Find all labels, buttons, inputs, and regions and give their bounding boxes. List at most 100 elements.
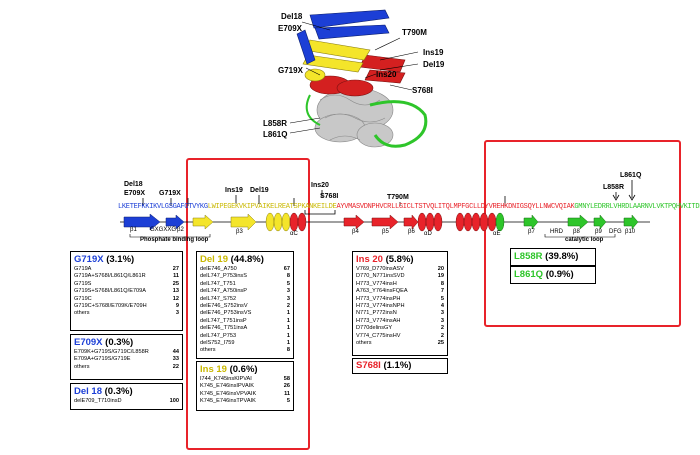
structure-label-l858r: L858R [263,119,288,128]
e709x-variant: E709A+G719S/G719E [74,356,131,363]
ins19-title: Ins 19 [200,364,227,375]
structure-label-s768i: S768I [412,86,433,95]
ins20-count: 2 [440,325,444,332]
ins20-variant: D770_N771insSVD [356,273,405,280]
catalytic-loop-label: catalytic loop [565,237,604,243]
ins19-count: 5 [286,398,290,405]
e709x-count: 33 [172,356,179,363]
ins20-count: 7 [440,288,444,295]
frame-activation-region [484,140,681,327]
del19-count: 67 [283,266,290,272]
g719x-count: 25 [172,280,179,287]
ss-gxgxxg: GXGXXG [150,227,177,233]
del18-count: 100 [169,398,179,404]
ins19-count: 58 [283,376,290,382]
s768i-pct: (1.1%) [383,360,412,371]
g719x-count: 12 [172,295,179,302]
ins19-heading: Ins 19 (0.6%) [200,363,290,376]
del18-heading: Del 18 (0.3%) [74,385,179,398]
ss-ad: αD [424,231,432,237]
ins19-variant: K745_E746insVPVAIK [200,390,257,397]
ins20-variant: V774_C775insHV [356,332,401,339]
del19-pct: (44.8%) [230,254,264,265]
ins20-count: 2 [440,332,444,339]
phosphate-binding-loop-label: Phosphate binding loop [140,237,209,243]
e709x-count: 22 [172,363,179,370]
sequence-line: LKETEFKKIKVLGSGAFGTVYKGLWIPEGEKVKIPVAIKE… [118,203,700,211]
ins20-count: 5 [440,295,444,302]
l858r-box: L858R (39.8%) [510,248,596,266]
g719x-count: 3 [175,310,179,317]
sequence-blue: LKETEFKKIKVLGSGAFGTVYKG [118,203,208,211]
ins20-count: 3 [440,310,444,317]
g719x-title: G719X [74,254,104,265]
g719x-variant: G719C+S768I/E709K/E709H [74,303,147,310]
track-label-t790m: T790M [387,194,409,201]
ss-b1: β1 [130,227,137,233]
g719x-variant: G719C [74,295,92,302]
l861q-pct: (0.9%) [545,269,574,280]
e709x-title: E709X [74,337,103,348]
g719x-pct: (3.1%) [106,254,135,265]
del19-count: 3 [286,288,290,295]
structure-label-g719x: G719X [278,66,303,75]
track-label-del19: Del19 [250,187,269,194]
del19-variant: delE746_P753insVS [200,310,252,317]
ins20-variant: H773_V774insNPH [356,303,405,310]
ss-hrd: HRD [550,229,563,235]
ins20-count: 25 [437,340,444,347]
l858r-pct: (39.8%) [545,251,579,262]
ins20-variant: H773_V774insH [356,280,397,287]
frame-del19-region [186,158,310,450]
del19-heading: Del 19 (44.8%) [200,253,290,266]
ins19-variant: K745_E746insTPVAIK [200,398,256,405]
del19-variant: delE746_S752insV [200,303,248,310]
track-label-e709x: E709X [124,190,146,197]
del19-count: 1 [286,325,290,332]
s768i-title: S768I [356,360,381,371]
g719x-heading: G719X (3.1%) [74,253,179,266]
ss-b5: β5 [382,229,389,235]
ss-b7: β7 [528,229,535,235]
e709x-heading: E709X (0.3%) [74,336,179,349]
structure-label-e709x: E709X [278,24,303,33]
ss-b4: β4 [352,229,359,235]
ins19-pct: (0.6%) [229,364,258,375]
del19-count: 2 [286,303,290,310]
del19-variant: delL747_P753 [200,332,237,339]
del19-count: 3 [286,295,290,302]
track-label-ins20: Ins20 [311,182,329,189]
l861q-title: L861Q [514,269,544,280]
structure-label-ins19: Ins19 [423,48,444,57]
track-label-g719x: G719X [159,190,181,197]
e709x-count: 44 [172,349,179,355]
del19-variant: delL747_T751 [200,280,236,287]
ins20-variant: A763_Y764insFQEA [356,288,408,295]
structure-label-t790m: T790M [402,28,427,37]
del19-count: 1 [286,310,290,317]
track-label-l861q: L861Q [620,172,642,179]
del18-title: Del 18 [74,386,102,397]
